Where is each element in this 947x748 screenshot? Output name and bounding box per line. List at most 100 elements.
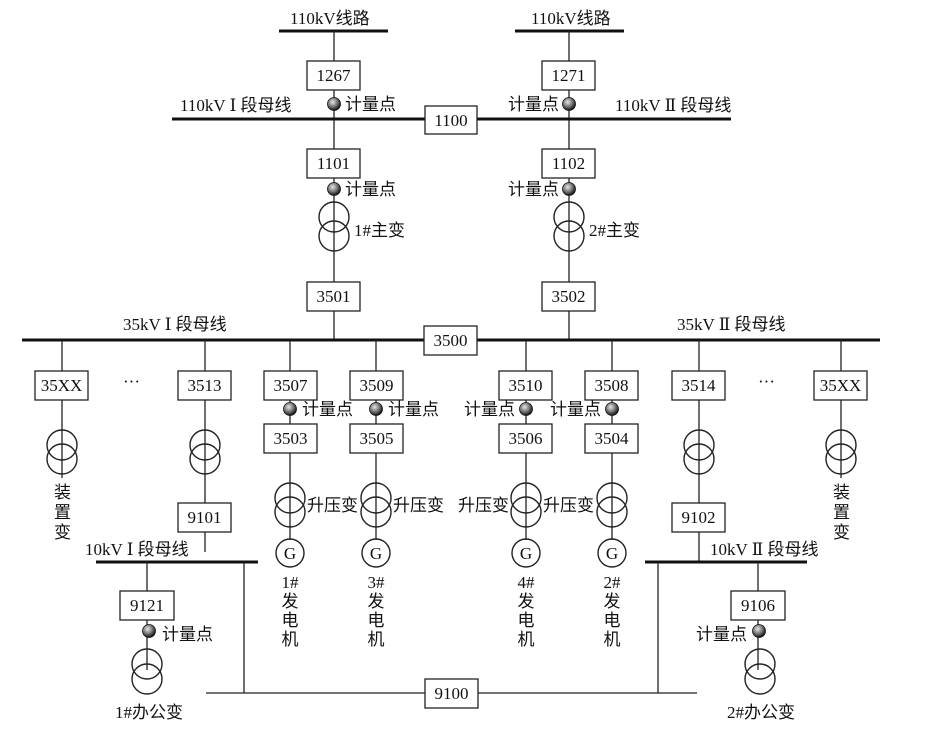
switch-3508[interactable]: 3508 [584, 370, 639, 401]
diagram-text: 电 [604, 611, 621, 630]
diagram-text: 机 [368, 630, 385, 649]
generator-3-icon: G [361, 538, 391, 568]
metering-point-icon [562, 97, 576, 111]
device-transformer-left-label-1: 装 [54, 483, 71, 502]
generator-4-icon: G [511, 538, 541, 568]
switch-1100-label: 1100 [434, 111, 467, 130]
diagram-text: G [606, 544, 618, 563]
switch-1267[interactable]: 1267 [306, 60, 361, 91]
generator-2-icon: G [597, 538, 627, 568]
bus-110kv-2-label: 110kV Ⅱ 段母线 [615, 96, 731, 115]
switch-1271-label: 1271 [552, 66, 586, 85]
device-transformer-right-icon [825, 429, 857, 475]
diagram-text: 发 [282, 592, 299, 611]
switch-3513-label: 3513 [188, 376, 222, 395]
line-110kv-left-label: 110kV线路 [290, 9, 370, 28]
metering-label: 计量点 [464, 400, 515, 419]
metering-point-icon [327, 182, 341, 196]
device-transformer-left-label-2: 置 [54, 503, 71, 522]
bus-10kv-2-label: 10kV Ⅱ 段母线 [710, 540, 819, 559]
switch-1102[interactable]: 1102 [541, 148, 596, 179]
switch-3510-label: 3510 [509, 376, 543, 395]
generator-2-label: 2# 发 电 机 [604, 573, 622, 649]
transformer-3513-icon [189, 429, 221, 475]
diagram-text: 发 [518, 592, 535, 611]
switch-9102[interactable]: 9102 [671, 502, 726, 533]
switch-1100[interactable]: 1100 [424, 105, 478, 135]
main-transformer-2-icon [553, 201, 585, 252]
stepup-transformer-1-icon [274, 482, 306, 528]
metering-point-icon [605, 402, 619, 416]
diagram-text: 电 [368, 611, 385, 630]
switch-3501-label: 3501 [317, 287, 351, 306]
switch-3504-label: 3504 [595, 429, 630, 448]
switch-9121-label: 9121 [130, 596, 164, 615]
bus-35kv-1-label: 35kV Ⅰ 段母线 [123, 315, 227, 334]
metering-point-icon [562, 182, 576, 196]
diagram-text: 机 [518, 630, 535, 649]
switch-3509-label: 3509 [360, 376, 394, 395]
transformer-3514-icon [683, 429, 715, 475]
switch-3510[interactable]: 3510 [498, 370, 553, 401]
metering-label: 计量点 [345, 180, 396, 199]
stepup-label: 升压变 [307, 496, 358, 515]
diagram-text: G [284, 544, 296, 563]
diagram-text: 电 [518, 611, 535, 630]
switch-35xx-right-label: 35XX [820, 376, 862, 395]
diagram-text: 4# [518, 573, 536, 592]
main-transformer-1-icon [318, 201, 350, 252]
switch-3505[interactable]: 3505 [349, 423, 404, 454]
switch-3505-label: 3505 [360, 429, 394, 448]
diagram-text: 2# [604, 573, 622, 592]
device-transformer-left-label-3: 变 [54, 523, 71, 542]
office-transformer-1-label: 1#办公变 [115, 703, 183, 722]
office-transformer-2-label: 2#办公变 [727, 703, 795, 722]
switch-3506-label: 3506 [509, 429, 543, 448]
switch-3500[interactable]: 3500 [423, 325, 478, 356]
switch-1267-label: 1267 [317, 66, 352, 85]
metering-label: 计量点 [508, 180, 559, 199]
switch-3503-label: 3503 [274, 429, 308, 448]
diagram-text: 机 [282, 630, 299, 649]
switch-3503[interactable]: 3503 [263, 423, 318, 454]
switch-3514[interactable]: 3514 [671, 370, 726, 401]
switch-35xx-right[interactable]: 35XX [813, 370, 868, 401]
bus-35kv-2-label: 35kV Ⅱ 段母线 [677, 315, 786, 334]
office-transformer-1-icon [131, 648, 163, 695]
diagram-text: 3# [368, 573, 386, 592]
switch-9121[interactable]: 9121 [119, 590, 175, 621]
switch-3504[interactable]: 3504 [584, 423, 639, 454]
switch-3500-label: 3500 [434, 331, 468, 350]
stepup-transformer-2-icon [596, 482, 628, 528]
switch-3509[interactable]: 3509 [349, 370, 404, 401]
stepup-transformer-3-icon [360, 482, 392, 528]
main-transformer-2-label: 2#主变 [589, 221, 640, 240]
metering-point-icon [369, 402, 383, 416]
metering-label: 计量点 [696, 625, 747, 644]
switch-1101[interactable]: 1101 [306, 148, 361, 179]
switch-9100[interactable]: 9100 [424, 678, 479, 709]
switch-9101[interactable]: 9101 [177, 502, 232, 533]
stepup-label: 升压变 [543, 496, 594, 515]
switch-9100-label: 9100 [435, 684, 469, 703]
switch-9106[interactable]: 9106 [730, 590, 786, 621]
metering-point-icon [752, 624, 766, 638]
generator-1-label: 1# 发 电 机 [282, 573, 300, 649]
switch-1271[interactable]: 1271 [541, 60, 596, 91]
switch-35xx-left[interactable]: 35XX [34, 370, 89, 401]
switch-3507[interactable]: 3507 [263, 370, 318, 401]
switch-9106-label: 9106 [741, 596, 775, 615]
generator-1-icon: G [275, 538, 305, 568]
line-110kv-right-label: 110kV线路 [531, 9, 611, 28]
generator-4-label: 4# 发 电 机 [518, 573, 536, 649]
switch-3506[interactable]: 3506 [498, 423, 553, 454]
switch-3513[interactable]: 3513 [177, 370, 232, 401]
diagram-text: 发 [604, 592, 621, 611]
device-transformer-right-label-1: 装 [833, 483, 850, 502]
diagram-text: 电 [282, 611, 299, 630]
switch-3502[interactable]: 3502 [541, 281, 596, 312]
device-transformer-right-label-2: 置 [833, 503, 850, 522]
switch-3501[interactable]: 3501 [306, 281, 361, 312]
office-transformer-2-icon [744, 648, 776, 695]
metering-point-icon [519, 402, 533, 416]
